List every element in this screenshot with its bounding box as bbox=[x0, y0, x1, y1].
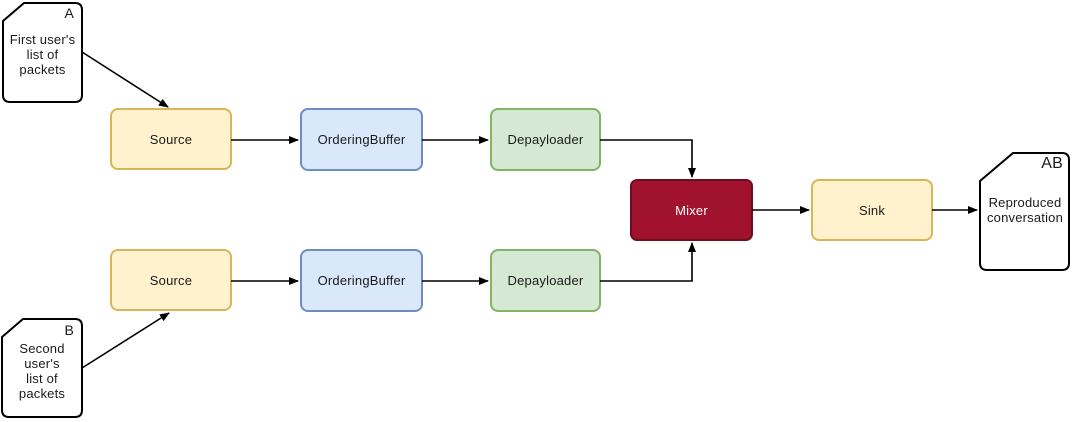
mixer-shape bbox=[630, 179, 753, 241]
arrow-doc-a-to-source-top bbox=[81, 51, 169, 108]
document-ab-shape bbox=[979, 152, 1070, 271]
document-a-shape bbox=[2, 2, 83, 103]
depayloader-bottom-shape bbox=[490, 249, 601, 312]
source-top-shape bbox=[110, 108, 232, 170]
ordering-buffer-top-shape bbox=[300, 108, 423, 171]
arrow-depayloader-top-to-mixer bbox=[600, 139, 696, 178]
depayloader-top-shape bbox=[490, 108, 601, 171]
source-bottom-shape bbox=[110, 249, 232, 311]
arrow-doc-b-to-source-bottom bbox=[81, 312, 170, 369]
ordering-buffer-bottom-shape bbox=[300, 249, 423, 312]
arrow-depayloader-bottom-to-mixer bbox=[600, 242, 696, 282]
sink-shape bbox=[811, 179, 933, 241]
document-b-shape bbox=[1, 318, 83, 418]
